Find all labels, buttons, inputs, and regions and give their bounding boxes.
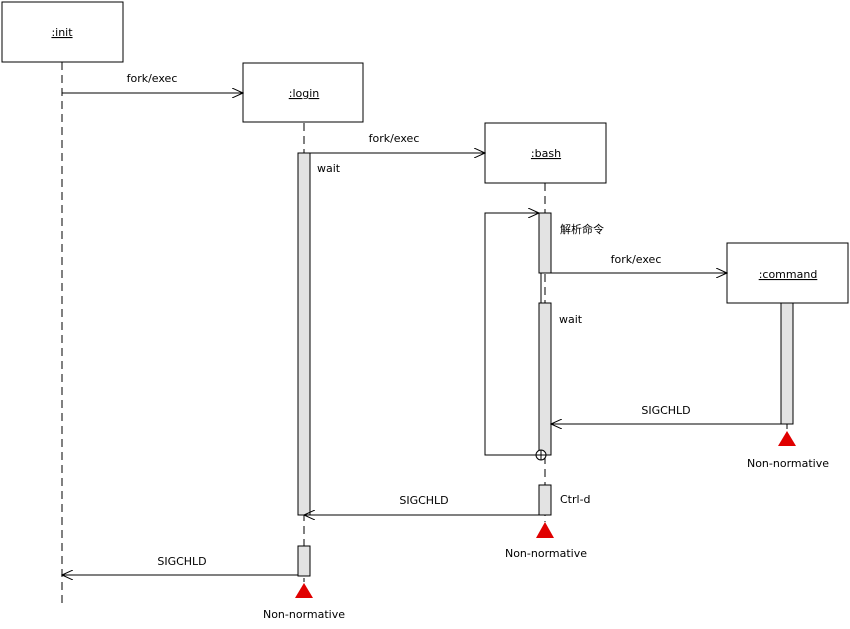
bash-object[interactable]: :bash	[484, 122, 607, 184]
loop-exit-marker	[535, 449, 547, 461]
command-object-label: :command	[759, 268, 818, 281]
bash-to-login-label: SIGCHLD	[399, 494, 448, 507]
login-wait-activation	[297, 152, 311, 516]
bash-loop-frame	[484, 212, 542, 456]
command-object[interactable]: :command	[726, 242, 849, 304]
bash-parse-note: 解析命令	[560, 222, 604, 236]
bash-terminator-label: Non-normative	[505, 547, 587, 560]
bash-to-command-label: fork/exec	[611, 253, 662, 266]
init-to-login-label: fork/exec	[127, 72, 178, 85]
command-terminator-label: Non-normative	[747, 457, 829, 470]
login-to-init-label: SIGCHLD	[157, 555, 206, 568]
login-final-activation	[297, 545, 311, 577]
bash-terminator: Non-normative	[505, 522, 587, 560]
bash-terminator-icon	[536, 522, 554, 538]
login-terminator-icon	[295, 583, 313, 598]
command-to-bash-label: SIGCHLD	[641, 404, 690, 417]
command-activation	[780, 302, 794, 425]
login-wait-note: wait	[317, 162, 341, 175]
bash-parse-activation	[538, 212, 552, 274]
command-terminator: Non-normative	[747, 431, 829, 470]
bash-wait-activation	[538, 302, 552, 456]
init-object-label: :init	[51, 26, 73, 39]
command-terminator-icon	[778, 431, 796, 446]
login-to-bash-label: fork/exec	[369, 132, 420, 145]
login-terminator: Non-normative	[263, 583, 345, 621]
login-object[interactable]: :login	[242, 62, 364, 123]
login-object-label: :login	[289, 87, 320, 100]
bash-object-label: :bash	[531, 147, 561, 160]
bash-ctrl-d-note: Ctrl-d	[560, 493, 591, 506]
bash-ctrl-d-activation	[538, 484, 552, 516]
bash-wait-note: wait	[559, 313, 583, 326]
init-object[interactable]: :init	[1, 1, 124, 63]
login-terminator-label: Non-normative	[263, 608, 345, 621]
